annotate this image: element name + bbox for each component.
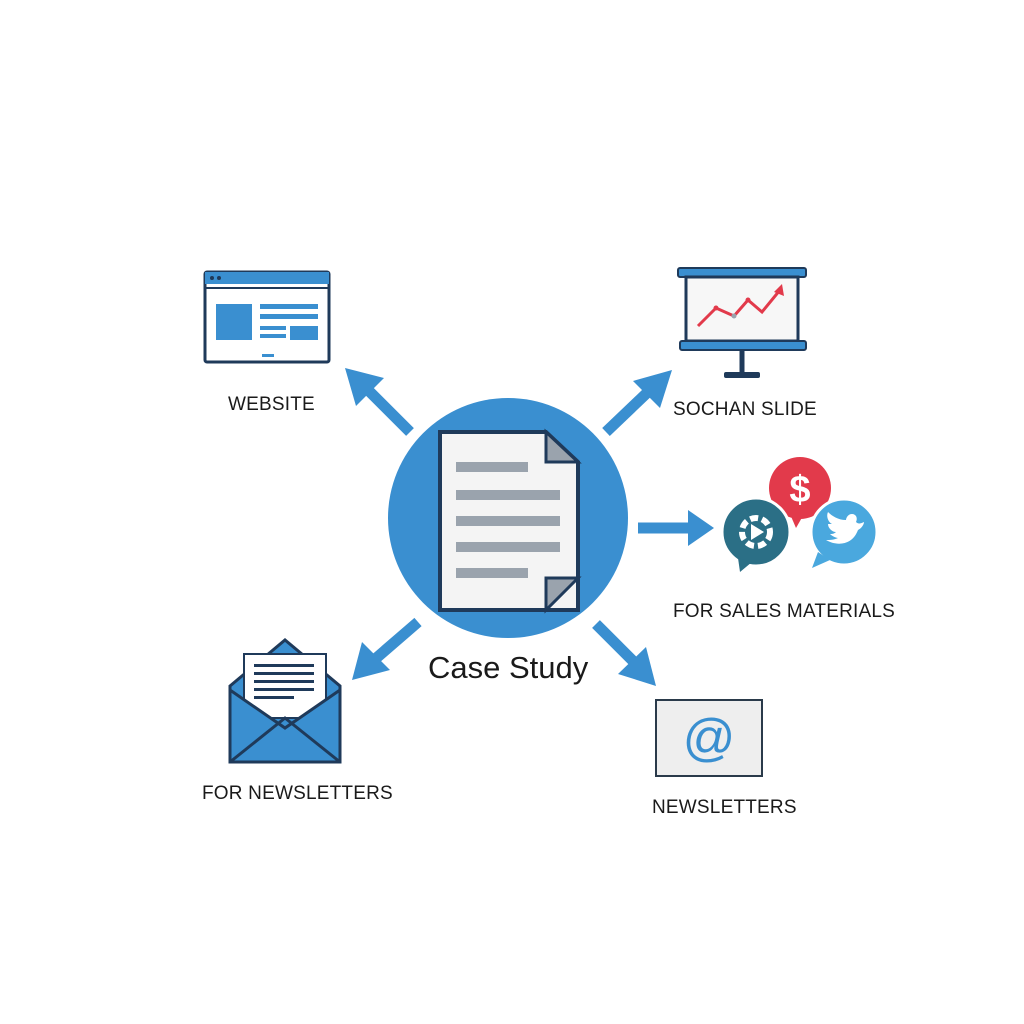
browser-window-icon <box>203 270 331 364</box>
social-bubbles-icon: $ <box>720 457 879 572</box>
dollar-bubble-icon: $ <box>769 457 831 528</box>
dollar-glyph: $ <box>789 469 810 511</box>
twitter-bubble-icon <box>809 497 879 568</box>
envelope-letter-icon <box>228 638 342 764</box>
arrow-to-slide <box>602 370 672 436</box>
arrow-to-newsletters <box>592 620 656 686</box>
case-study-label: Case Study <box>428 650 589 685</box>
document-icon <box>438 428 582 614</box>
for-newsletters-label: FOR NEWSLETTERS <box>202 783 393 804</box>
slide-label: SOCHAN SLIDE <box>673 399 817 420</box>
arrow-to-website <box>345 368 414 436</box>
sales-materials-label: FOR SALES MATERIALS <box>673 601 896 622</box>
arrow-to-sales <box>638 510 714 546</box>
website-label: WEBSITE <box>228 394 315 415</box>
arrows <box>345 368 714 686</box>
presentation-chart-icon <box>677 267 807 378</box>
case-study-hub <box>388 398 628 638</box>
at-glyph: @ <box>683 709 736 767</box>
newsletters-label: NEWSLETTERS <box>652 797 797 818</box>
arrow-to-for-newsletters <box>352 617 422 680</box>
at-sign-icon: @ <box>655 699 763 777</box>
play-bubble-icon <box>720 496 792 572</box>
